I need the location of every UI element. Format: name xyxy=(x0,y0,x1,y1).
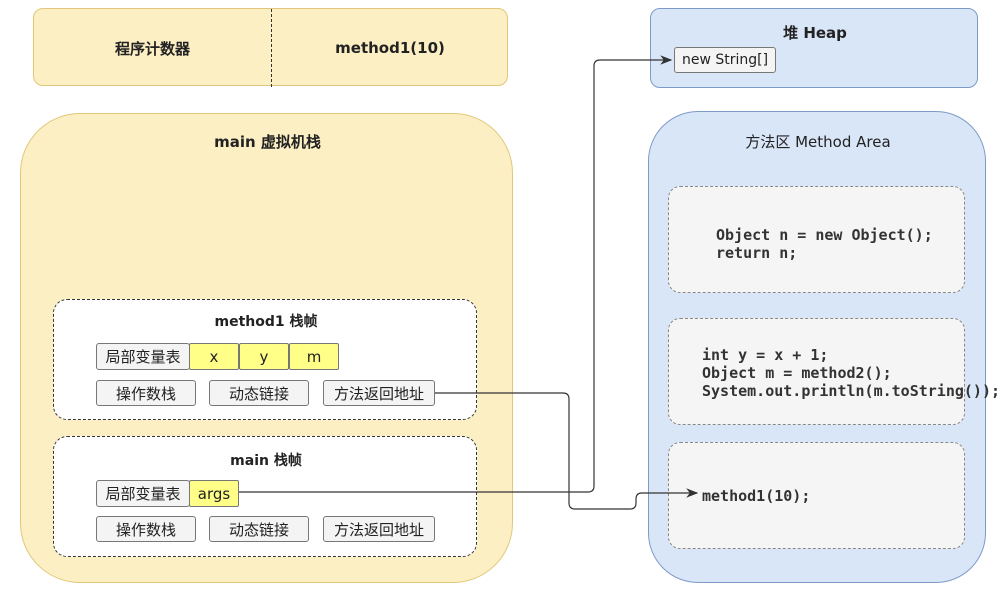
main-frame-title: main 栈帧 xyxy=(230,453,302,469)
main-operand-stack: 操作数栈 xyxy=(96,516,196,542)
pc-value: method1(10) xyxy=(335,39,445,57)
var-args: args xyxy=(189,480,239,507)
code-line: int y = x + 1; xyxy=(702,346,829,364)
var-m: m xyxy=(289,343,339,370)
heap-string-array: new String[] xyxy=(674,47,776,73)
args-to-heap-arrow xyxy=(239,55,673,493)
method1-frame-title: method1 栈帧 xyxy=(214,314,318,330)
main-return-address: 方法返回地址 xyxy=(323,516,435,542)
method1-operand-stack: 操作数栈 xyxy=(96,380,196,406)
method1-return-address: 方法返回地址 xyxy=(323,380,435,406)
var-y: y xyxy=(239,343,289,370)
code-block-method2: Object n = new Object(); return n; xyxy=(668,186,965,293)
return-address-arrow xyxy=(435,392,699,510)
program-counter: 程序计数器 method1(10) xyxy=(33,8,508,87)
code-block-main: method1(10); xyxy=(668,442,965,549)
code-line: return n; xyxy=(716,244,798,262)
main-locals-label: 局部变量表 xyxy=(96,480,190,507)
main-dynamic-link: 动态链接 xyxy=(209,516,309,542)
method-area-title: 方法区 Method Area xyxy=(745,132,891,151)
code-block-method1: int y = x + 1; Object m = method2(); Sys… xyxy=(668,318,1000,425)
pc-label: 程序计数器 xyxy=(114,39,190,58)
code-line: Object n = new Object(); xyxy=(716,226,933,244)
pc-divider xyxy=(271,9,272,87)
vm-stack-title: main 虚拟机栈 xyxy=(214,132,321,151)
method1-dynamic-link: 动态链接 xyxy=(209,380,309,406)
code-line: System.out.println(m.toString()); xyxy=(702,382,1000,400)
code-line: Object m = method2(); xyxy=(702,364,892,382)
heap-title: 堆 Heap xyxy=(783,23,847,42)
code-line: method1(10); xyxy=(702,487,811,505)
method1-locals-label: 局部变量表 xyxy=(96,343,190,370)
var-x: x xyxy=(189,343,239,370)
